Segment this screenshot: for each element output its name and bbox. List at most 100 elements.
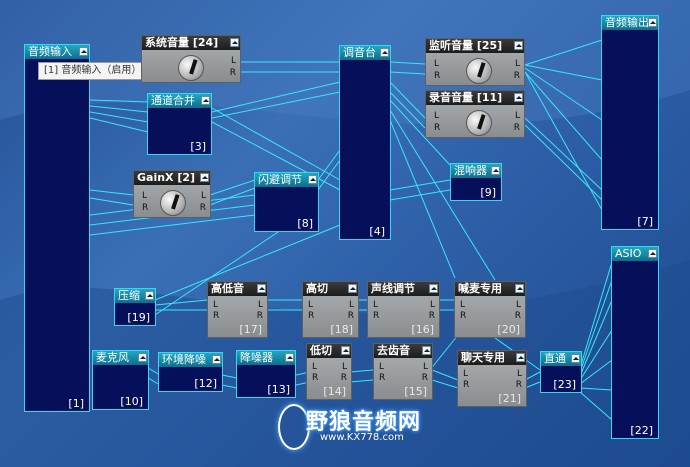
system-volume-module[interactable]: 系统音量 [24] L R [141,35,241,83]
collapse-arrow-icon[interactable] [348,284,357,293]
module-title[interactable]: 音频输入 [25,45,89,59]
port-r[interactable]: R [312,373,319,383]
volume-knob[interactable] [178,55,204,81]
mixer-module[interactable]: 调音台 [4] [339,45,391,240]
port-r[interactable]: R [428,311,435,321]
shout-mic-module[interactable]: 喊麦专用 L R L R [20] [454,281,526,338]
module-title[interactable]: 降噪器 [237,351,295,365]
port-r[interactable]: R [513,71,520,81]
port-r[interactable]: R [513,123,520,133]
channel-merge-module[interactable]: 通道合并 [3] [147,93,212,155]
module-title[interactable]: 高切 [303,282,358,296]
de-esser-module[interactable]: 去齿音 L R L R [15] [373,343,433,400]
port-l[interactable]: L [230,56,236,66]
port-r[interactable]: R [308,311,315,321]
high-cut-module[interactable]: 高切 L R L R [18] [302,281,359,338]
port-r[interactable]: R [213,311,220,321]
collapse-arrow-icon[interactable] [380,48,389,57]
compressor-module[interactable]: 压缩 [19] [114,288,156,326]
monitor-volume-module[interactable]: 监听音量 [25] L R L R [425,38,525,86]
collapse-arrow-icon[interactable] [257,284,266,293]
port-r[interactable]: R [460,311,467,321]
collapse-arrow-icon[interactable] [145,291,154,300]
collapse-arrow-icon[interactable] [422,346,431,355]
volume-knob[interactable] [466,110,492,136]
module-title[interactable]: 音频输出 [602,16,658,30]
port-l[interactable]: L [373,300,379,310]
port-r[interactable]: R [421,373,428,383]
bass-treble-module[interactable]: 高低音 L R L R [17] [207,281,268,338]
gainx-module[interactable]: GainX [2] L R L R [133,170,211,218]
port-r[interactable]: R [379,373,386,383]
module-title[interactable]: 录音音量 [11] [426,91,524,105]
port-r[interactable]: R [373,311,380,321]
low-cut-module[interactable]: 低切 L R L R [14] [306,343,352,400]
reverb-module[interactable]: 混响器 [9] [450,163,502,201]
collapse-arrow-icon[interactable] [285,353,294,362]
collapse-arrow-icon[interactable] [429,284,438,293]
passthrough-module[interactable]: 直通 [23] [540,351,582,393]
module-title[interactable]: GainX [2] [134,171,210,185]
port-l[interactable]: L [434,111,440,121]
port-l[interactable]: L [213,300,219,310]
port-l[interactable]: L [514,111,520,121]
port-l[interactable]: L [341,362,347,372]
module-title[interactable]: 调音台 [340,46,390,60]
collapse-arrow-icon[interactable] [491,166,500,175]
port-l[interactable]: L [308,300,314,310]
collapse-arrow-icon[interactable] [515,284,524,293]
collapse-arrow-icon[interactable] [648,18,657,27]
module-title[interactable]: 声线调节 [368,282,439,296]
module-title[interactable]: 通道合并 [148,94,211,108]
port-l[interactable]: L [460,300,466,310]
module-title[interactable]: 系统音量 [24] [142,36,240,50]
voice-eq-module[interactable]: 声线调节 L R L R [16] [367,281,440,338]
ambient-noise-reduction-module[interactable]: 环境降噪 [12] [158,352,223,392]
port-l[interactable]: L [142,191,148,201]
port-l[interactable]: L [422,362,428,372]
asio-module[interactable]: ASIO [22] [611,246,659,439]
module-title[interactable]: 麦克风 [93,351,148,365]
microphone-module[interactable]: 麦克风 [10] [92,350,149,410]
port-l[interactable]: L [434,59,440,69]
port-l[interactable]: L [379,362,385,372]
port-r[interactable]: R [515,380,522,390]
collapse-arrow-icon[interactable] [648,249,657,258]
collapse-arrow-icon[interactable] [516,353,525,362]
collapse-arrow-icon[interactable] [514,93,523,102]
module-title[interactable]: 环境降噪 [159,353,222,367]
port-r[interactable]: R [256,311,263,321]
audio-output-module[interactable]: 音频输出 [7] [601,15,659,230]
port-l[interactable]: L [312,362,318,372]
collapse-arrow-icon[interactable] [308,175,317,184]
port-l[interactable]: L [516,369,522,379]
port-r[interactable]: R [199,203,206,213]
module-title[interactable]: 去齿音 [374,344,432,358]
gain-knob[interactable] [160,190,186,216]
collapse-arrow-icon[interactable] [212,355,221,364]
module-title[interactable]: 监听音量 [25] [426,39,524,53]
port-r[interactable]: R [340,373,347,383]
collapse-arrow-icon[interactable] [201,96,210,105]
collapse-arrow-icon[interactable] [341,346,350,355]
port-l[interactable]: L [514,59,520,69]
port-r[interactable]: R [229,68,236,78]
collapse-arrow-icon[interactable] [571,354,580,363]
module-title[interactable]: 聊天专用 [458,351,526,365]
collapse-arrow-icon[interactable] [230,38,239,47]
collapse-arrow-icon[interactable] [79,47,88,56]
record-volume-module[interactable]: 录音音量 [11] L R L R [425,90,525,138]
port-l[interactable]: L [257,300,263,310]
chat-module[interactable]: 聊天专用 L R L R [21] [457,350,527,407]
module-title[interactable]: 高低音 [208,282,267,296]
port-r[interactable]: R [434,123,441,133]
module-title[interactable]: 低切 [307,344,351,358]
collapse-arrow-icon[interactable] [138,353,147,362]
module-title[interactable]: 喊麦专用 [455,282,525,296]
audio-input-module[interactable]: 音频输入 [1] [24,44,90,412]
port-r[interactable]: R [434,71,441,81]
collapse-arrow-icon[interactable] [200,173,209,182]
module-title[interactable]: 混响器 [451,164,501,178]
collapse-arrow-icon[interactable] [514,41,523,50]
module-title[interactable]: ASIO [612,247,658,261]
